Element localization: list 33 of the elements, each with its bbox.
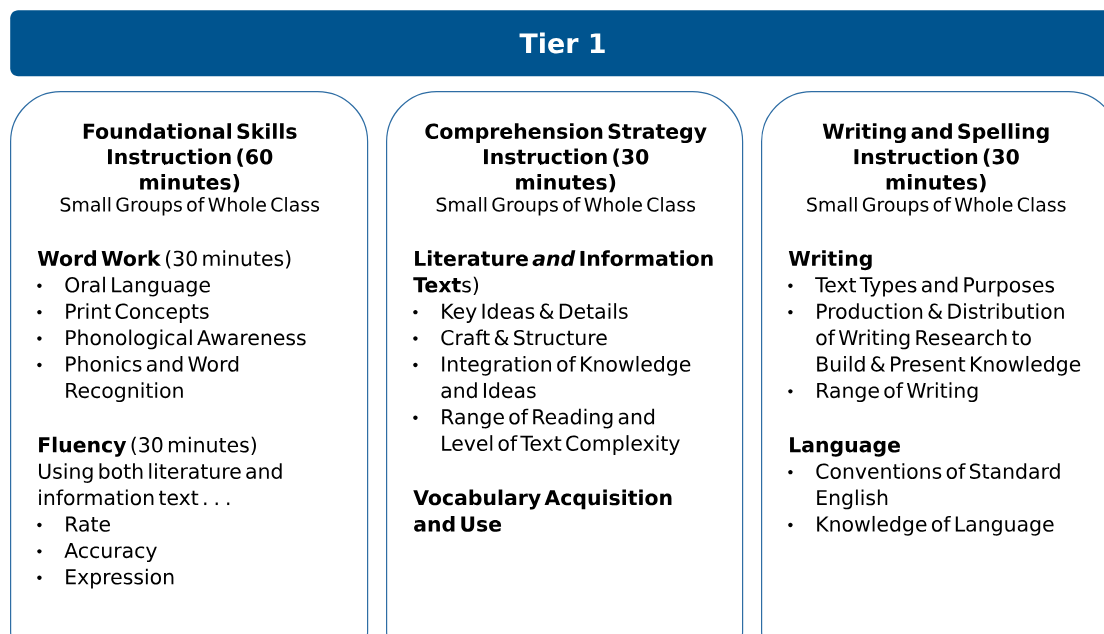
column-box (761, 91, 1104, 634)
section-heading: Word Work (30 minutes) (37, 250, 291, 269)
section-heading: Fluency (30 minutes) (39, 436, 256, 457)
bullet-item: Range of Writing (788, 382, 978, 403)
column-heading: Writing and Spelling Instruction (30 minutes) (822, 123, 1049, 193)
bullet-item: Conventions of Standard English (788, 463, 1060, 510)
column-box (10, 91, 369, 634)
bullet-item: Oral Language (37, 276, 210, 297)
column-heading: Comprehension Strategy Instruction (30 minutes) (425, 123, 707, 193)
subtitle: Small Groups of Whole Class (436, 197, 696, 216)
bullet-item: Key Ideas & Details (413, 303, 628, 323)
bullet-item: Craft & Structure (413, 329, 607, 346)
column-heading: Foundational Skills Instruction (60 minutes) (83, 123, 297, 193)
bullet-item: Text Types and Purposes (788, 276, 1055, 297)
title-banner: Tier 1 (10, 10, 1104, 77)
section-heading: Literature and Information Texts) (413, 250, 713, 295)
bullet-item: Phonological Awareness (37, 329, 306, 350)
bullet-item: Expression (37, 568, 174, 589)
bullet-item: Range of Reading and Level of Text Complexity (413, 408, 680, 455)
section-heading: Language (790, 437, 900, 457)
subtitle: Small Groups of Whole Class (807, 197, 1066, 216)
bullet-item: Integration of Knowledge and Ideas (413, 355, 691, 399)
subtitle: Small Groups of Whole Class (60, 197, 320, 216)
column-box (386, 91, 744, 634)
bullet-item: Knowledge of Language (788, 515, 1054, 536)
bullet-item: Print Concepts (37, 303, 209, 323)
section-heading: Vocabulary Acquisition and Use (413, 489, 672, 532)
bullet-item: Phonics and Word Recognition (37, 355, 239, 403)
section-heading: Writing (788, 250, 872, 271)
bullet-item: Accuracy (37, 542, 157, 563)
body-text: Using both literature and information text . . . (39, 463, 282, 506)
bullet-item: Production & Distribution of Writing Research to Build & Present Knowledge (788, 303, 1081, 376)
bullet-item: Rate (37, 516, 110, 532)
